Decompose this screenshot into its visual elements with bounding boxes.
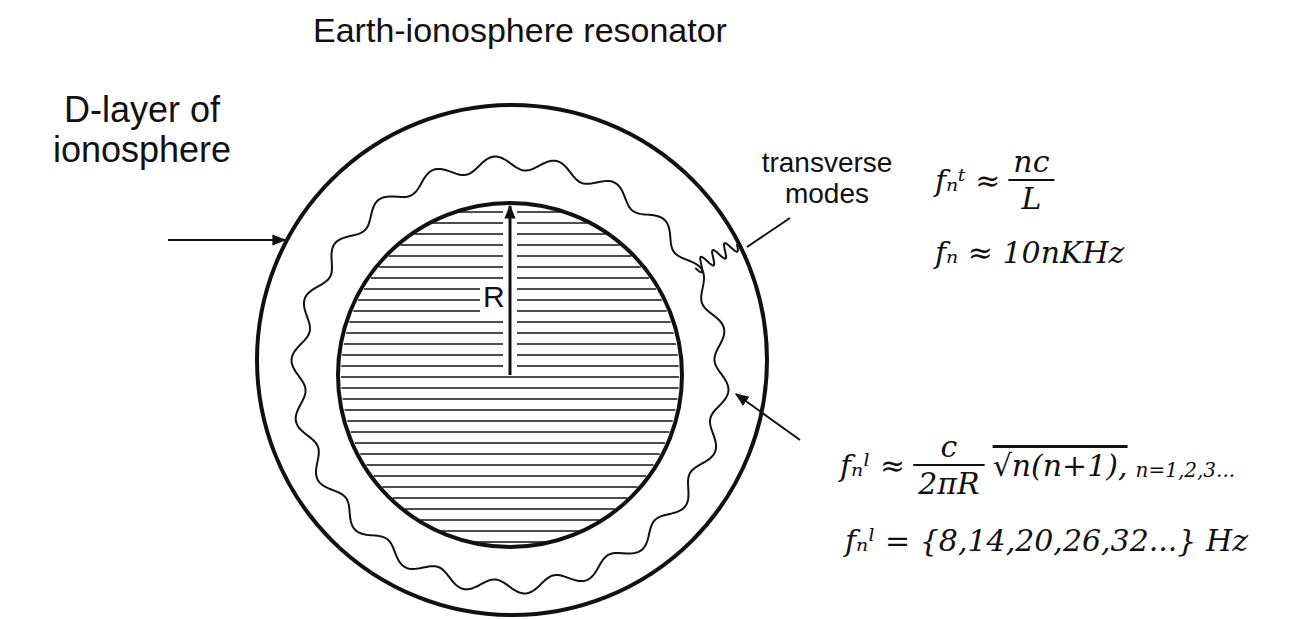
hatch-line [360,453,660,455]
fraction-numerator: c [941,430,958,463]
hatch-line [472,541,548,543]
hatch-line [441,530,580,532]
formula-line: fₙˡ = {8,14,20,26,32...} Hz [845,524,1248,557]
leader-line [747,218,790,247]
hatch-line [343,398,678,400]
hatch-line [351,431,670,433]
layer-label: D-layer of ionosphere [2,90,282,169]
hatch-line [374,475,646,477]
d-layer-arrow [168,239,285,241]
hatch-line [393,497,627,499]
radius-label: R [480,280,508,313]
ionosphere-circle [257,105,767,615]
wave-arrow [736,394,800,440]
formula-range: n=1,2,3... [1136,459,1236,481]
fraction-denominator: 2πR [918,467,979,500]
fraction-bar [1008,179,1054,181]
hatch-line [341,387,678,389]
formula-line: fₙ ≈ 10nKHz [935,236,1124,269]
hatch-line [405,508,615,510]
hatch-line [345,409,676,411]
formula-root: √n(n+1), [993,449,1128,482]
hatch-line [355,442,665,444]
diagram-title: Earth-ionosphere resonator [313,12,727,49]
formula-part: fₙᵗ ≈ [935,164,1000,197]
hatch-line [341,376,679,378]
earth-circle [338,203,682,547]
fraction-bars [913,180,1054,465]
modes-label: transverse modes [742,148,912,210]
fraction-bar [913,464,984,466]
hatch-line [366,464,653,466]
transverse-wave [695,243,738,272]
hatch-line [347,420,672,422]
hatch-line [382,486,637,488]
radius-arrow [509,206,512,375]
hatch-line [420,519,599,521]
fraction-denominator: L [1021,182,1041,215]
formula-part: fₙˡ ≈ [840,449,905,482]
longitudinal-wave [292,157,729,594]
fraction-numerator: nc [1013,145,1049,178]
